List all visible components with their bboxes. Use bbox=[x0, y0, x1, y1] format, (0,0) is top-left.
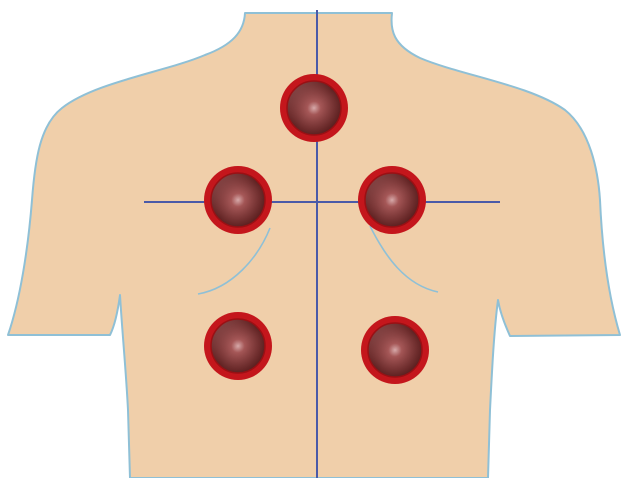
electrode-lower-right bbox=[361, 316, 429, 384]
electrode-mid-right bbox=[358, 166, 426, 234]
electrode-lower-left bbox=[204, 312, 272, 380]
electrode-mid-left bbox=[204, 166, 272, 234]
electrode-top-center bbox=[280, 74, 348, 142]
